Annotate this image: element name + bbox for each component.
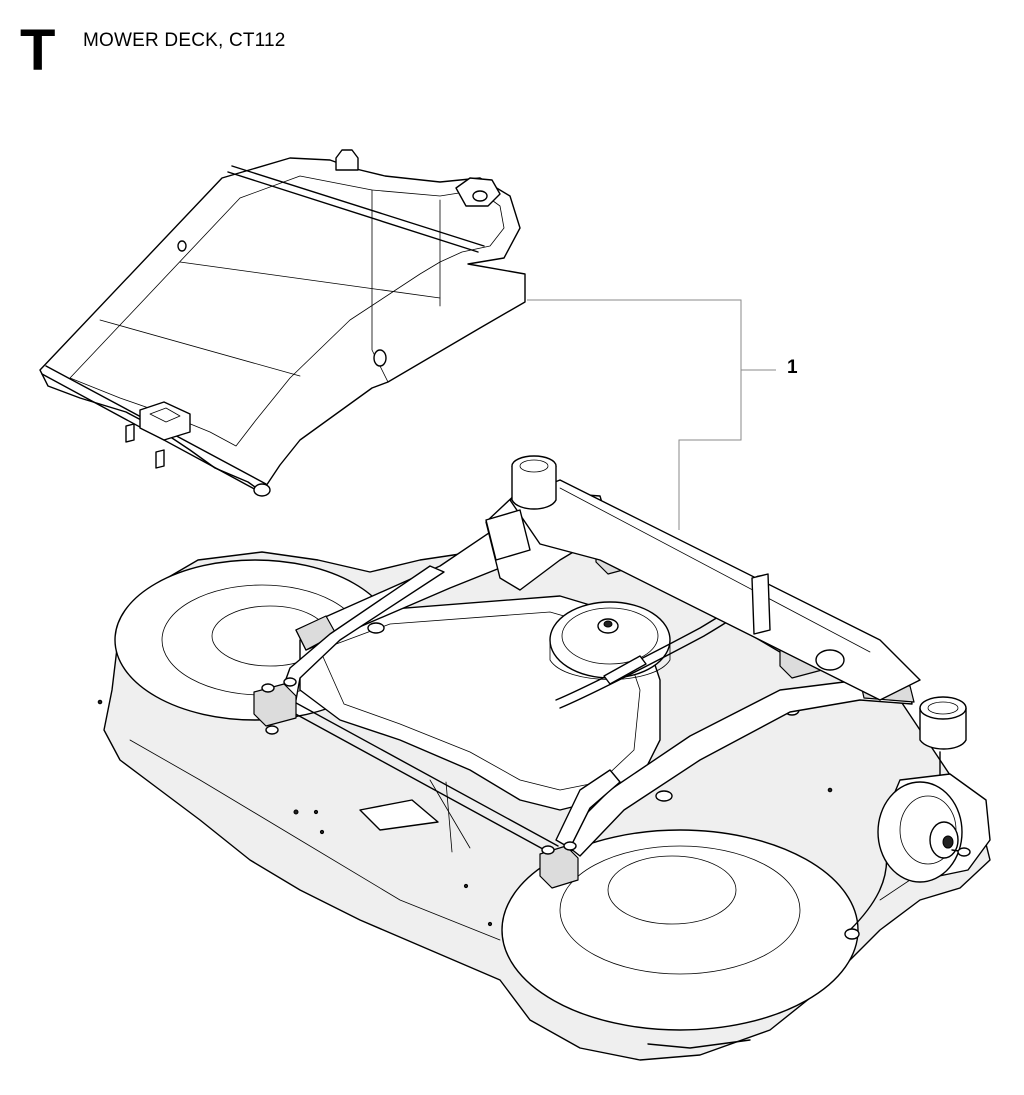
section-letter: T [20,18,56,83]
callout-leader-1 [527,299,776,530]
center-pulley [549,601,671,680]
anti-scalp-wheel [877,696,991,883]
rear-pivot-bracket [485,455,921,701]
deck-lift-frame [39,149,526,497]
callout-number-1: 1 [787,357,798,378]
page-title: MOWER DECK, CT112 [83,30,286,51]
mower-deck-shell [97,547,991,1061]
